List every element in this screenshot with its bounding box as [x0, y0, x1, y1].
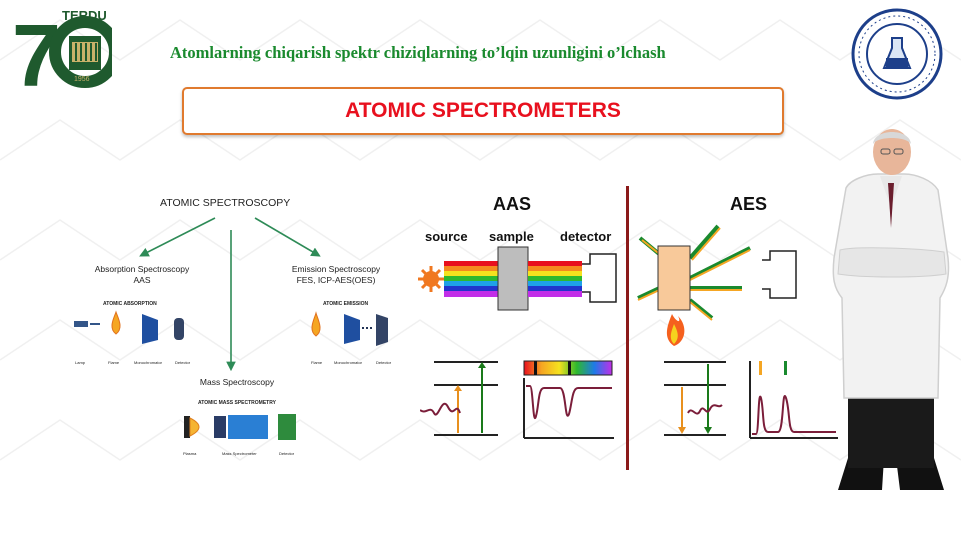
absorption-title: Absorption Spectroscopy [94, 264, 190, 274]
crossed-arms [837, 247, 947, 278]
aas-title: AAS [493, 194, 532, 214]
aes-detector-cup [762, 250, 797, 299]
emission-title: Emission Spectroscopy [291, 264, 381, 274]
absorption-part-monochromator: Monochromator [134, 360, 163, 365]
monochromator-shape [344, 314, 360, 344]
absorption-schematic [74, 310, 184, 344]
emission-part-detector: Detector [376, 360, 392, 365]
logo-text: TERDU [62, 8, 107, 23]
detector-cup [582, 253, 617, 303]
tree-arrows [139, 217, 321, 372]
absorption-sub: AAS [133, 275, 151, 285]
flame-shape [111, 310, 121, 335]
aas-sample-label: sample [489, 229, 534, 244]
university-logo: 7 1956 TERDU [12, 6, 121, 105]
aas-detector-label: detector [560, 229, 612, 244]
doctor-illustration [832, 129, 950, 490]
tree-root-label: ATOMIC SPECTROSCOPY [160, 197, 291, 209]
mass-title: Mass Spectroscopy [199, 377, 275, 387]
aas-energy-levels [420, 361, 498, 436]
mass-schematic [184, 414, 296, 440]
divider-line [626, 186, 629, 470]
aes-energy-levels [664, 361, 726, 436]
mass-part-plasma: Plasma [183, 451, 197, 456]
emission-sub: FES, ICP-AES(OES) [296, 275, 376, 285]
aas-absorption-spectrum [523, 360, 614, 439]
detector-shape [376, 314, 388, 346]
aas-source-label: source [425, 229, 468, 244]
slide-title: Atomlarning chiqarish spektr chiziqlarni… [170, 43, 666, 62]
sample-box [497, 246, 529, 311]
aes-sample-box [657, 245, 691, 311]
source-sunburst [418, 266, 444, 292]
lab-coat [832, 173, 950, 399]
emblem-text: TERMIZ DAVLAT UNIVERSITETI · KIMYO FAKUL… [851, 8, 852, 9]
plasma-shape [189, 417, 200, 437]
mass-caption: ATOMIC MASS SPECTROMETRY [198, 400, 276, 406]
monochromator-shape [142, 314, 158, 344]
aes-emission-diagram [637, 224, 797, 346]
emission-part-flame: Flame [311, 360, 323, 365]
head [873, 129, 911, 175]
orange-emission-line [759, 361, 762, 375]
green-emission-line [784, 361, 787, 375]
faculty-emblem: TERMIZ DAVLAT UNIVERSITETI · KIMYO FAKUL… [851, 8, 943, 100]
absorption-part-flame: Flame [108, 360, 120, 365]
detector-shape [278, 414, 296, 440]
mass-part-detector: Detector [279, 451, 295, 456]
lamp-shape [74, 321, 88, 327]
absorption-part-lamp: Lamp [75, 360, 86, 365]
banner-title: ATOMIC SPECTROMETERS [345, 99, 621, 122]
detector-shape [174, 318, 184, 340]
mass-part-spectrometer: Mass Spectrometer [222, 451, 257, 456]
emission-part-monochromator: Monochromator [334, 360, 363, 365]
flame-shape [311, 311, 321, 337]
absorption-part-detector: Detector [175, 360, 191, 365]
absorption-caption: ATOMIC ABSORPTION [103, 301, 157, 307]
tie [888, 183, 894, 228]
mass-spectrometer-shape [228, 415, 268, 439]
aes-title: AES [730, 194, 768, 214]
aas-beam-diagram [418, 246, 617, 311]
arrow-to-emission [254, 217, 321, 257]
title-banner: ATOMIC SPECTROMETERS [182, 87, 784, 135]
emission-schematic [311, 311, 388, 346]
emission-caption: ATOMIC EMISSION [323, 301, 369, 307]
logo-year: 1956 [74, 76, 90, 83]
aes-emission-spectrum [749, 361, 838, 439]
arrow-to-absorption [139, 217, 216, 257]
